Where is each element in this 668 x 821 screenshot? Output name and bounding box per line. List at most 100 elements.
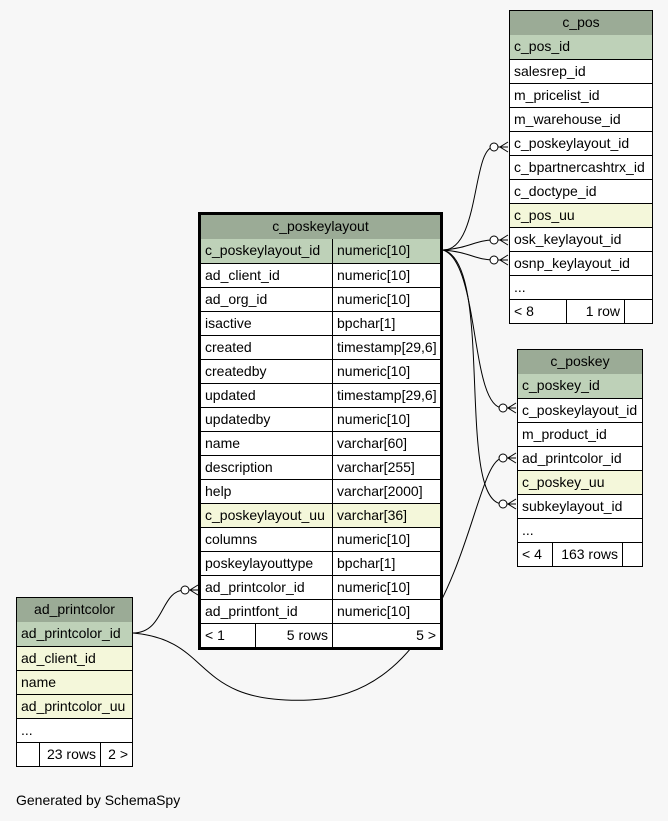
table-row[interactable]: osnp_keylayout_id bbox=[510, 251, 652, 275]
table-row[interactable]: description varchar[255] bbox=[201, 455, 440, 479]
table-row[interactable]: updatedby numeric[10] bbox=[201, 407, 440, 431]
column-type: varchar[60] bbox=[332, 432, 440, 455]
column-name: m_product_id bbox=[522, 426, 607, 442]
column-name: c_pos_id bbox=[514, 38, 571, 54]
column-name: name bbox=[21, 674, 57, 690]
optional-marker bbox=[489, 255, 499, 265]
table-row[interactable]: c_poskey_id bbox=[518, 374, 642, 398]
column-name: poskeylayouttype bbox=[205, 555, 314, 571]
column-name: c_doctype_id bbox=[514, 183, 597, 199]
column-type: numeric[10] bbox=[332, 576, 440, 599]
edge-c-poskey-subkeylayout bbox=[442, 249, 504, 505]
footer-parents: < 4 bbox=[522, 546, 542, 562]
column-type: numeric[10] bbox=[332, 528, 440, 551]
table-row[interactable]: ad_printcolor_id bbox=[17, 622, 132, 646]
column-name: created bbox=[205, 339, 252, 355]
table-row[interactable]: m_pricelist_id bbox=[510, 83, 652, 107]
table-row[interactable]: ... bbox=[510, 275, 652, 299]
table-row[interactable]: name bbox=[17, 670, 132, 694]
crowfoot-marker bbox=[189, 584, 199, 596]
footer-parents bbox=[17, 743, 39, 766]
edge-c-poskey-layout bbox=[442, 249, 504, 409]
table-row[interactable]: m_product_id bbox=[518, 422, 642, 446]
footer-row-count: 5 rows bbox=[255, 624, 332, 647]
crowfoot-marker bbox=[507, 452, 517, 464]
column-name: ad_printfont_id bbox=[205, 603, 298, 619]
column-name: m_warehouse_id bbox=[514, 111, 621, 127]
table-row[interactable]: c_pos_uu bbox=[510, 203, 652, 227]
column-name: c_pos_uu bbox=[514, 207, 575, 223]
footer-children bbox=[624, 300, 652, 323]
table-row[interactable]: ad_printcolor_uu bbox=[17, 694, 132, 718]
column-name: updatedby bbox=[205, 411, 271, 427]
table-row[interactable]: ad_org_id numeric[10] bbox=[201, 287, 440, 311]
column-name: c_poskey_id bbox=[522, 377, 600, 393]
crowfoot-marker bbox=[507, 498, 517, 510]
table-row[interactable]: c_poskeylayout_id bbox=[518, 398, 642, 422]
column-name: ad_org_id bbox=[205, 291, 268, 307]
table-row[interactable]: osk_keylayout_id bbox=[510, 227, 652, 251]
table-row[interactable]: ad_client_id bbox=[17, 646, 132, 670]
table-row[interactable]: ... bbox=[518, 518, 642, 542]
column-type: numeric[10] bbox=[332, 360, 440, 383]
table-row[interactable]: ad_printcolor_id bbox=[518, 446, 642, 470]
table-row[interactable]: c_poskey_uu bbox=[518, 470, 642, 494]
footer-children bbox=[622, 543, 642, 566]
crowfoot-marker bbox=[507, 402, 517, 414]
crowfoot-marker bbox=[499, 234, 509, 246]
crowfoot-marker bbox=[499, 254, 509, 266]
table-row[interactable]: ... bbox=[17, 718, 132, 742]
footer-row-count: 163 rows bbox=[552, 543, 622, 566]
optional-marker bbox=[489, 235, 499, 245]
column-name: description bbox=[205, 459, 273, 475]
edge-poskeylayout-printcolor bbox=[132, 589, 186, 634]
column-name: osnp_keylayout_id bbox=[514, 255, 630, 271]
column-name: m_pricelist_id bbox=[514, 87, 600, 103]
table-row[interactable]: m_warehouse_id bbox=[510, 107, 652, 131]
table-row[interactable]: c_doctype_id bbox=[510, 179, 652, 203]
column-name: help bbox=[205, 483, 232, 499]
table-row[interactable]: columns numeric[10] bbox=[201, 527, 440, 551]
table-title: c_pos bbox=[562, 14, 600, 30]
footer-parents: < 1 bbox=[205, 627, 225, 643]
table-row[interactable]: c_pos_id bbox=[510, 35, 652, 59]
table-row[interactable]: c_bpartnercashtrx_id bbox=[510, 155, 652, 179]
table-row[interactable]: c_poskeylayout_uu varchar[36] bbox=[201, 503, 440, 527]
column-name: salesrep_id bbox=[514, 63, 586, 79]
column-type: varchar[36] bbox=[332, 504, 440, 527]
column-name: ad_client_id bbox=[205, 267, 280, 283]
column-name: ad_printcolor_uu bbox=[21, 698, 126, 714]
column-name: columns bbox=[205, 531, 258, 547]
edge-c-pos-poskeylayout bbox=[442, 146, 495, 251]
optional-marker bbox=[498, 453, 508, 463]
column-type: numeric[10] bbox=[332, 239, 440, 263]
table-row[interactable]: salesrep_id bbox=[510, 59, 652, 83]
table-row[interactable]: subkeylayout_id bbox=[518, 494, 642, 518]
column-name: c_poskey_uu bbox=[522, 474, 605, 490]
table-row[interactable]: name varchar[60] bbox=[201, 431, 440, 455]
optional-marker bbox=[498, 403, 508, 413]
column-name: c_poskeylayout_uu bbox=[205, 507, 325, 523]
crowfoot-marker bbox=[499, 141, 509, 153]
column-type: varchar[255] bbox=[332, 456, 440, 479]
column-type: timestamp[29,6] bbox=[332, 384, 440, 407]
column-type: numeric[10] bbox=[332, 288, 440, 311]
table-row[interactable]: c_poskeylayout_id bbox=[510, 131, 652, 155]
column-type: numeric[10] bbox=[332, 408, 440, 431]
column-name: name bbox=[205, 435, 241, 451]
